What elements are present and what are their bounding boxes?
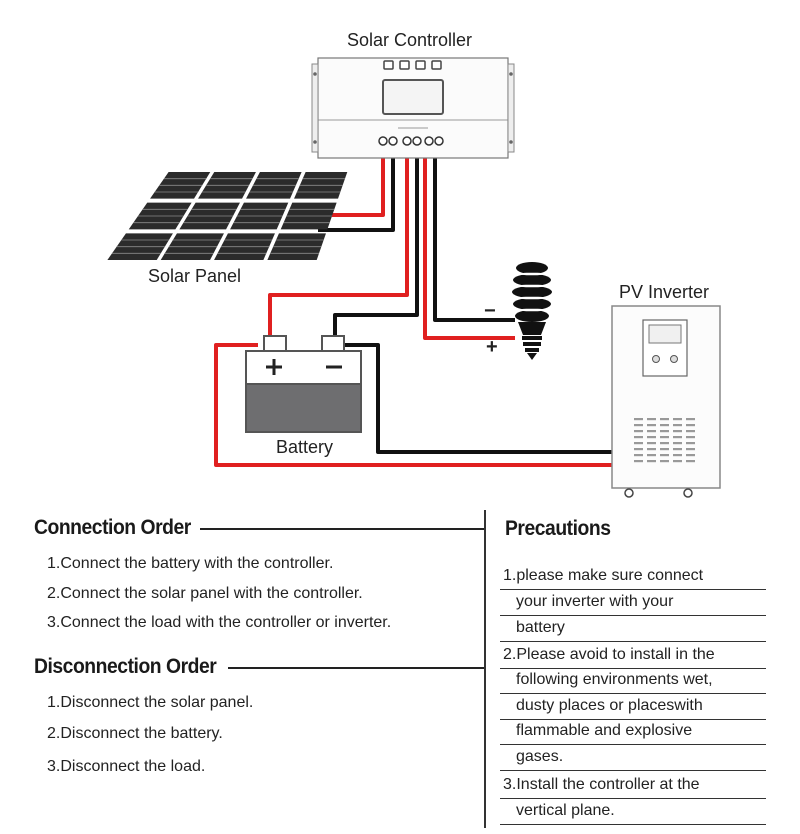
- controller-buttons: [383, 60, 442, 70]
- controller-label: Solar Controller: [347, 30, 473, 50]
- precaution-rule: [500, 693, 766, 694]
- connection-step: 3.Connect the load with the controller o…: [47, 614, 392, 631]
- wiring-diagram: [107, 57, 721, 498]
- battery-plus-icon: [266, 359, 282, 375]
- vent-slot: [647, 418, 656, 421]
- vent-slot: [660, 430, 669, 433]
- disconnection-step: 1.Disconnect the solar panel.: [47, 694, 254, 711]
- vent-slot: [686, 460, 695, 463]
- disconnection-step: 3.Disconnect the load.: [47, 758, 206, 775]
- precaution-rule: [500, 719, 766, 720]
- load-negative-wire: [433, 152, 515, 322]
- vent-slot: [673, 460, 682, 463]
- disconnection-step: 2.Disconnect the battery.: [47, 725, 223, 742]
- precaution-line: 3.Install the controller at the: [503, 776, 700, 793]
- vent-slot: [673, 442, 682, 445]
- vent-slot: [660, 436, 669, 439]
- vent-slot: [647, 430, 656, 433]
- vent-slot: [634, 424, 643, 427]
- vent-slot: [660, 460, 669, 463]
- panel-negative-wire: [318, 152, 395, 232]
- vent-slot: [686, 442, 695, 445]
- vent-slot: [686, 448, 695, 451]
- vent-slot: [673, 424, 682, 427]
- precaution-line: flammable and explosive: [516, 722, 693, 739]
- vent-slot: [634, 448, 643, 451]
- vent-slot: [686, 430, 695, 433]
- precaution-line: battery: [516, 619, 565, 636]
- precaution-line: following environments wet,: [516, 671, 713, 688]
- vent-slot: [673, 448, 682, 451]
- pv-inverter: [611, 305, 721, 498]
- inverter-vents: [634, 418, 695, 463]
- inverter-positive-wire: [214, 343, 612, 467]
- vent-slot: [673, 430, 682, 433]
- solar-panel: [107, 172, 348, 260]
- vent-slot: [634, 454, 643, 457]
- precaution-line: your inverter with your: [516, 593, 674, 610]
- controller-terminals: [378, 136, 444, 146]
- panel-label: Solar Panel: [148, 266, 242, 286]
- connection-step: 1.Connect the battery with the controlle…: [47, 555, 334, 572]
- inverter-negative-wire: [345, 343, 612, 454]
- load-positive-wire: [423, 152, 515, 340]
- vent-slot: [660, 454, 669, 457]
- precaution-rule: [500, 668, 766, 669]
- vent-slot: [686, 436, 695, 439]
- vent-slot: [686, 418, 695, 421]
- vent-slot: [647, 454, 656, 457]
- controller-screen: [382, 79, 444, 115]
- vent-slot: [634, 418, 643, 421]
- wires: [214, 152, 612, 467]
- precaution-line: 2.Please avoid to install in the: [503, 646, 715, 663]
- vent-slot: [634, 436, 643, 439]
- vent-slot: [647, 436, 656, 439]
- bulb-icon: [512, 262, 552, 360]
- battery-label: Battery: [276, 437, 334, 457]
- vent-slot: [647, 448, 656, 451]
- precaution-line: vertical plane.: [516, 802, 615, 819]
- precaution-line: gases.: [516, 748, 564, 765]
- column-divider: [484, 510, 486, 828]
- precaution-rule: [500, 770, 766, 771]
- vent-slot: [647, 424, 656, 427]
- vent-slot: [634, 442, 643, 445]
- inverter-label: PV Inverter: [619, 282, 710, 302]
- precaution-rule: [500, 589, 766, 590]
- vent-slot: [673, 454, 682, 457]
- load-minus-sign: −: [484, 300, 496, 322]
- vent-slot: [673, 436, 682, 439]
- solar-controller: [311, 57, 515, 159]
- precaution-rule: [500, 615, 766, 616]
- precaution-line: 1.please make sure connect: [503, 567, 704, 584]
- vent-slot: [660, 448, 669, 451]
- load-plus-sign: +: [486, 336, 498, 358]
- connection-step: 2.Connect the solar panel with the contr…: [47, 585, 363, 602]
- connection-order-rule: [200, 528, 484, 530]
- vent-slot: [634, 430, 643, 433]
- disconnection-order-title: Disconnection Order: [34, 655, 217, 678]
- precaution-rule: [500, 641, 766, 642]
- vent-slot: [660, 424, 669, 427]
- connection-order-title: Connection Order: [34, 516, 191, 539]
- precaution-rule: [500, 824, 766, 825]
- disconnection-order-rule: [228, 667, 484, 669]
- vent-slot: [660, 442, 669, 445]
- vent-slot: [686, 454, 695, 457]
- vent-slot: [660, 418, 669, 421]
- battery-negative-wire: [333, 152, 419, 340]
- precaution-rule: [500, 798, 766, 799]
- vent-slot: [647, 442, 656, 445]
- precaution-line: dusty places or placeswith: [516, 697, 703, 714]
- precautions-title: Precautions: [505, 517, 611, 540]
- vent-slot: [634, 460, 643, 463]
- panel-positive-wire: [325, 152, 385, 217]
- vent-slot: [647, 460, 656, 463]
- precaution-rule: [500, 744, 766, 745]
- battery-positive-wire: [268, 152, 409, 340]
- vent-slot: [686, 424, 695, 427]
- battery: [245, 335, 362, 433]
- vent-slot: [673, 418, 682, 421]
